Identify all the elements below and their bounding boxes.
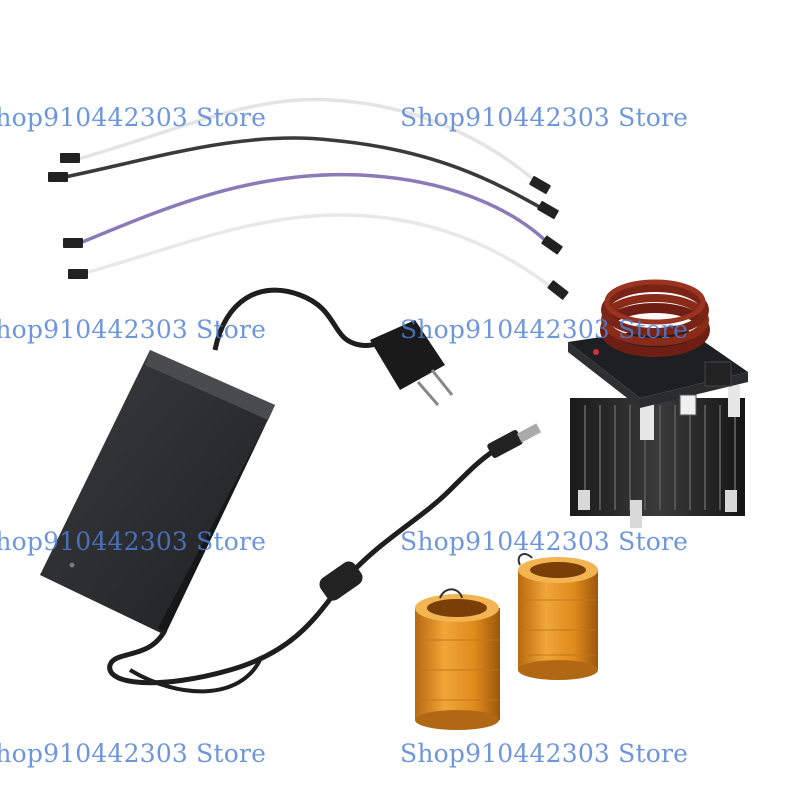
watermark-text: Shop910442303 Store xyxy=(0,527,267,556)
watermark-text: Shop910442303 Store xyxy=(400,527,689,556)
spare-coils xyxy=(415,553,598,730)
watermark-text: Shop910442303 Store xyxy=(400,315,689,344)
watermark-text: Shop910442303 Store xyxy=(0,103,267,132)
jumper-wire-black xyxy=(58,136,547,212)
adapter-body xyxy=(40,350,275,635)
ac-plug xyxy=(370,320,445,390)
dc-socket xyxy=(704,361,732,387)
induction-heater-module xyxy=(568,279,748,528)
spare-coil-right xyxy=(518,570,598,670)
heatsink xyxy=(570,398,745,516)
dc-cord xyxy=(107,447,497,686)
spare-coil-left xyxy=(415,608,500,720)
jumper-wires xyxy=(48,97,569,300)
watermark-text: Shop910442303 Store xyxy=(400,739,689,768)
ferrite-bead xyxy=(319,561,363,601)
watermark-text: Shop910442303 Store xyxy=(400,103,689,132)
dc-plug xyxy=(487,430,523,458)
jumper-wire-purple xyxy=(73,172,552,247)
watermark-text: Shop910442303 Store xyxy=(0,315,267,344)
jumper-wire-white-bottom xyxy=(76,213,557,292)
watermark-text: Shop910442303 Store xyxy=(0,739,267,768)
power-switch xyxy=(679,394,697,416)
power-adapter xyxy=(40,287,542,694)
jumper-wire-white-top xyxy=(73,97,542,187)
